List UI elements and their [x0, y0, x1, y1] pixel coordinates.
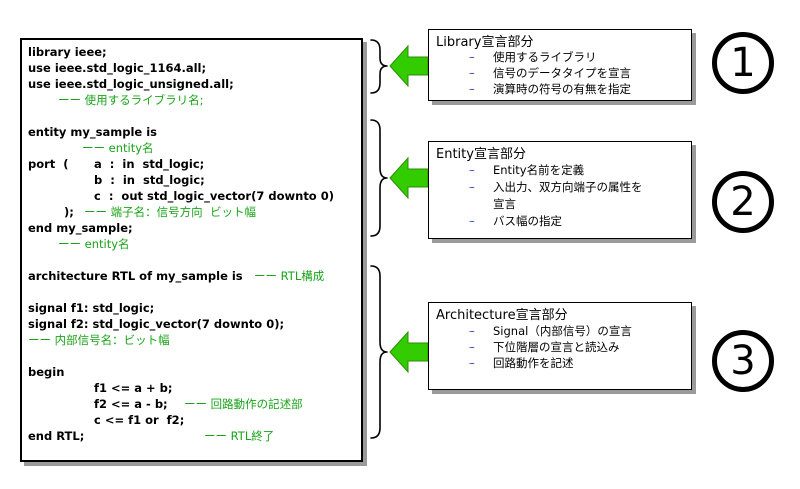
code-signal-f1: signal f1: std_logic; — [28, 301, 155, 315]
dash-bullet: – — [469, 324, 475, 338]
code-stmt-f2-comment: ーー 回路動作の記述部 — [184, 397, 303, 411]
code-use-unsigned: use ieee.std_logic_unsigned.all; — [28, 77, 234, 91]
architecture-desc-item: –回路動作を記述 — [469, 356, 574, 370]
code-begin: begin — [28, 365, 65, 379]
library-desc-item: –信号のデータタイプを宣言 — [469, 66, 631, 80]
code-stmt-f1: f1 <= a + b; — [94, 381, 173, 395]
code-library-comment: ーー 使用するライブラリ名; — [58, 93, 204, 107]
circled-number-1: 1 — [712, 32, 774, 94]
code-end-entity-comment: ーー entity名 — [58, 237, 130, 251]
code-architecture-comment: ーー RTL構成 — [254, 269, 325, 283]
code-port: port ( — [28, 157, 69, 171]
code-library: library ieee; — [28, 45, 107, 59]
code-stmt-f2: f2 <= a - b; — [94, 397, 168, 411]
brace-library — [370, 39, 388, 94]
dash-bullet: – — [469, 163, 475, 177]
code-port-c: c : out std_logic_vector(7 downto 0) — [94, 189, 334, 203]
entity-desc-box: Entity宣言部分 –Entity名前を定義 –入出力、双方向端子の属性を 宣… — [428, 141, 692, 239]
code-use-1164: use ieee.std_logic_1164.all; — [28, 61, 207, 75]
code-end-rtl: end RTL; — [28, 429, 85, 443]
architecture-desc-box: Architecture宣言部分 –Signal（内部信号）の宣言 –下位階層の… — [428, 302, 692, 390]
brace-entity — [370, 119, 388, 237]
code-port-comment: ーー 端子名：信号方向 ビット幅 — [84, 205, 256, 219]
circled-number-3: 3 — [712, 330, 774, 392]
code-entity-comment: ーー entity名 — [82, 141, 154, 155]
architecture-desc-item: –下位階層の宣言と読込み — [469, 340, 620, 354]
dash-bullet: – — [469, 180, 475, 194]
architecture-desc-item: –Signal（内部信号）の宣言 — [469, 324, 632, 338]
arrow-entity — [389, 156, 429, 200]
entity-desc-item: –Entity名前を定義 — [469, 163, 585, 177]
entity-desc-title: Entity宣言部分 — [436, 147, 526, 162]
code-port-b: b : in std_logic; — [94, 173, 205, 187]
dash-bullet: – — [469, 66, 475, 80]
entity-desc-item-continued: 宣言 — [493, 197, 516, 211]
library-desc-title: Library宣言部分 — [436, 35, 534, 50]
dash-bullet: – — [469, 82, 475, 96]
code-signal-comment: ーー 内部信号名：ビット幅 — [28, 333, 170, 347]
library-desc-item: –演算時の符号の有無を指定 — [469, 82, 631, 96]
entity-desc-item: –入出力、双方向端子の属性を — [469, 180, 643, 194]
code-stmt-c: c <= f1 or f2; — [94, 413, 185, 427]
circled-number-2: 2 — [712, 171, 774, 233]
code-end-entity: end my_sample; — [28, 221, 133, 235]
entity-desc-item: –バス幅の指定 — [469, 214, 562, 228]
library-desc-box: Library宣言部分 –使用するライブラリ –信号のデータタイプを宣言 –演算… — [428, 29, 692, 101]
code-port-close: ); — [64, 205, 74, 219]
brace-architecture — [370, 265, 388, 439]
dash-bullet: – — [469, 214, 475, 228]
vhdl-code-box: library ieee; use ieee.std_logic_1164.al… — [20, 38, 363, 462]
code-signal-f2: signal f2: std_logic_vector(7 downto 0); — [28, 317, 285, 331]
dash-bullet: – — [469, 340, 475, 354]
code-architecture: architecture RTL of my_sample is — [28, 269, 243, 283]
dash-bullet: – — [469, 50, 475, 64]
dash-bullet: – — [469, 356, 475, 370]
code-port-a: a : in std_logic; — [94, 157, 205, 171]
code-entity: entity my_sample is — [28, 125, 158, 139]
arrow-library — [389, 44, 429, 88]
code-end-rtl-comment: ーー RTL終了 — [204, 429, 275, 443]
architecture-desc-title: Architecture宣言部分 — [436, 308, 568, 323]
arrow-architecture — [389, 330, 429, 374]
library-desc-item: –使用するライブラリ — [469, 50, 597, 64]
